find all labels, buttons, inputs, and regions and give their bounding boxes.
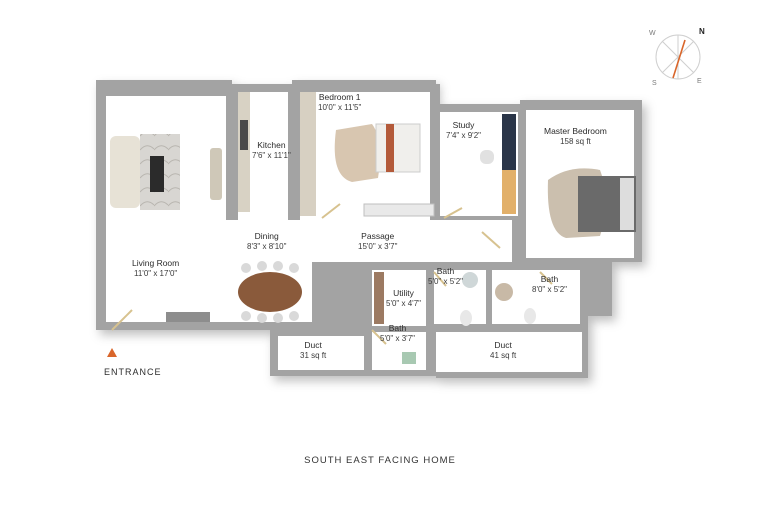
- room-name: Living Room: [132, 258, 180, 268]
- label-bath-1: Bath 5'0" x 5'2": [428, 266, 463, 288]
- wall-utility-left: [364, 266, 372, 376]
- door-master: [481, 231, 501, 249]
- room-name: Bath: [388, 323, 407, 333]
- label-master-bedroom: Master Bedroom 158 sq ft: [544, 126, 607, 148]
- passage-floor: [316, 220, 512, 266]
- room-name: Kitchen: [257, 140, 286, 150]
- room-dimension: 5'0" x 5'2": [428, 277, 463, 287]
- room-dimension: 8'0" x 5'2": [532, 285, 567, 295]
- wall-passage-south: [316, 262, 586, 270]
- compass-e: E: [697, 78, 702, 85]
- bed1: [375, 123, 421, 173]
- utility-counter: [374, 272, 384, 324]
- label-utility: Utility 5'0" x 4'7": [386, 288, 421, 310]
- door-study: [443, 207, 463, 219]
- entrance-arrow-icon: [107, 348, 117, 357]
- entrance-label: ENTRANCE: [104, 367, 162, 377]
- wall-bath-mid: [486, 266, 492, 328]
- master-pillows: [620, 178, 634, 230]
- bath1-toilet: [460, 310, 472, 326]
- room-name: Bath: [540, 274, 559, 284]
- compass-w: W: [649, 30, 656, 37]
- study-desk: [502, 114, 516, 170]
- room-dimension: 158 sq ft: [560, 137, 591, 147]
- room-name: Master Bedroom: [544, 126, 607, 136]
- armchair: [150, 156, 164, 192]
- door-bath2: [539, 271, 553, 285]
- bed1-throw: [386, 124, 394, 172]
- room-name: Duct: [304, 340, 322, 350]
- bath2-sink: [495, 283, 513, 301]
- wall-bath-south: [426, 324, 586, 332]
- room-dimension: 11'0" x 17'0": [133, 269, 178, 279]
- label-dining: Dining 8'3" x 8'10": [247, 231, 286, 253]
- wall-kitchen-bed: [288, 84, 300, 220]
- duct1-floor: [278, 336, 364, 370]
- plan-caption: SOUTH EAST FACING HOME: [304, 455, 456, 466]
- kitchen-fridge: [210, 148, 222, 200]
- room-dimension: 8'3" x 8'10": [247, 242, 287, 252]
- kitchen-stove: [240, 120, 248, 150]
- room-name: Dining: [254, 231, 279, 241]
- compass-s: S: [652, 80, 657, 87]
- label-bath-3: Bath 5'0" x 3'7": [380, 323, 415, 345]
- room-name: Utility: [393, 288, 414, 298]
- bath3-sink: [402, 352, 416, 364]
- room-dimension: 7'4" x 9'2": [446, 131, 481, 141]
- bed1-side: [363, 203, 435, 217]
- compass-needle: [672, 39, 686, 79]
- interior-walls: [226, 84, 586, 376]
- door-utility: [371, 329, 387, 345]
- wall-bed-study: [430, 84, 440, 220]
- wall-study-master: [518, 104, 526, 216]
- furniture: [110, 92, 636, 364]
- study-chair: [480, 150, 494, 164]
- doors: [111, 203, 553, 345]
- label-duct-1: Duct 31 sq ft: [300, 340, 326, 362]
- wardrobe: [300, 92, 316, 216]
- label-living-room: Living Room 11'0" x 17'0": [132, 258, 179, 280]
- kitchen-counter: [238, 92, 250, 212]
- bath2-toilet: [524, 308, 536, 324]
- label-bath-2: Bath 8'0" x 5'2": [532, 274, 567, 296]
- label-study: Study 7'4" x 9'2": [446, 120, 481, 142]
- bath1-sink: [462, 272, 478, 288]
- room-dimension: 10'0" x 11'5": [318, 103, 362, 113]
- room-dimension: 41 sq ft: [490, 351, 517, 361]
- room-dimension: 15'0" x 3'7": [358, 242, 398, 252]
- sofa: [110, 136, 140, 208]
- room-name: Passage: [361, 231, 395, 241]
- room-name: Bath: [436, 266, 455, 276]
- compass-rose-icon: [655, 34, 701, 80]
- wall-dining-right: [312, 262, 320, 332]
- bath3-floor: [372, 330, 426, 370]
- room-dimension: 7'6" x 11'1": [252, 151, 291, 161]
- compass-n: N: [699, 27, 705, 36]
- room-name: Duct: [494, 340, 512, 350]
- door-bath1: [433, 271, 447, 287]
- label-duct-2: Duct 41 sq ft: [490, 340, 516, 362]
- label-kitchen: Kitchen 7'6" x 11'1": [252, 140, 291, 162]
- bed1-rug: [334, 124, 380, 182]
- tv-unit: [166, 312, 210, 322]
- dining-chairs: [241, 261, 299, 323]
- dining-table: [238, 272, 302, 312]
- door-bedroom1: [321, 203, 341, 219]
- room-name: Study: [452, 120, 475, 130]
- duct2-floor: [436, 332, 582, 372]
- room-dimension: 5'0" x 4'7": [386, 299, 421, 309]
- wall-utility-bath: [364, 326, 430, 332]
- label-passage: Passage 15'0" x 3'7": [358, 231, 397, 253]
- room-dimension: 5'0" x 3'7": [380, 334, 415, 344]
- door-entrance: [111, 309, 133, 331]
- wall-kitchen-left: [226, 84, 238, 220]
- room-name: Bedroom 1: [318, 92, 361, 102]
- label-bedroom-1: Bedroom 1 10'0" x 11'5": [318, 92, 361, 114]
- wall-utility-right: [426, 266, 434, 376]
- compass: N E S W: [643, 22, 713, 92]
- room-dimension: 31 sq ft: [300, 351, 327, 361]
